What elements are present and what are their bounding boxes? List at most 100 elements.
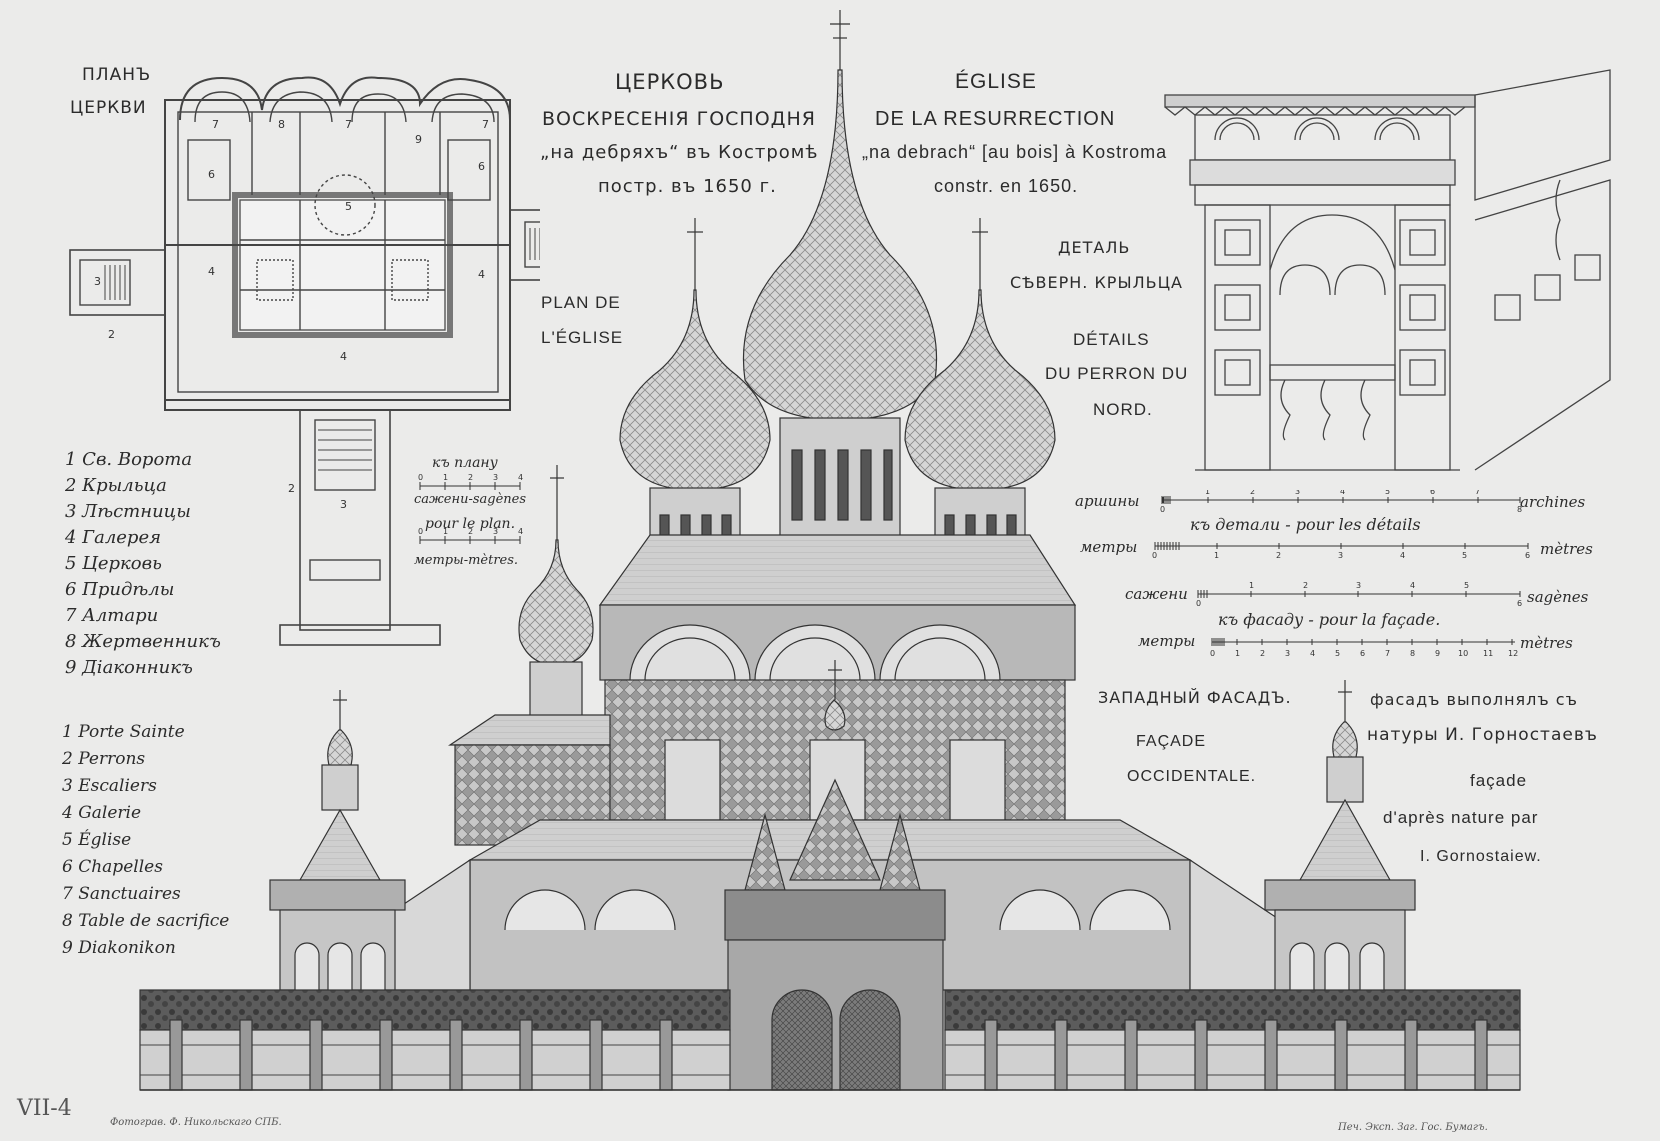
- svg-text:3: 3: [1338, 551, 1343, 560]
- svg-text:7: 7: [1385, 649, 1390, 658]
- plan-scale-bar: 0 1 2 3 4 0 1 2 3 4: [418, 473, 523, 544]
- svg-text:6: 6: [1360, 649, 1365, 658]
- detail-label-ru-1: ДЕТАЛЬ: [1058, 238, 1131, 257]
- plan-label-fr-1: PLAN DE: [541, 293, 621, 312]
- svg-text:4: 4: [208, 265, 215, 278]
- svg-text:2: 2: [468, 473, 473, 482]
- detail-scale-caption: къ детали - pour les détails: [1190, 515, 1421, 534]
- legend-ru-item: 1 Св. Ворота: [65, 449, 193, 470]
- title-ru-line-2: ВОСКРЕСЕНІЯ ГОСПОДНЯ: [542, 108, 816, 130]
- plan-heading-line-1: ПЛАНЪ: [82, 65, 152, 85]
- detail-scale-tick: 0: [1160, 505, 1165, 514]
- facade-title-fr-1: FAÇADE: [1136, 733, 1207, 750]
- legend-fr-item: 9 Diakonikon: [62, 938, 176, 958]
- svg-text:4: 4: [340, 350, 347, 363]
- legend-ru-item: 2 Крыльца: [65, 475, 167, 496]
- footer-printer-credit: Печ. Эксп. Заг. Гос. Бумагъ.: [1338, 1122, 1488, 1133]
- svg-text:7: 7: [345, 118, 352, 131]
- svg-text:3: 3: [1356, 581, 1361, 590]
- detail-label-fr-1: DÉTAILS: [1073, 330, 1150, 349]
- svg-text:5: 5: [1462, 551, 1467, 560]
- plan-scale-lower-label: метры-mètres.: [414, 553, 519, 568]
- svg-text:0: 0: [418, 527, 423, 536]
- svg-text:5: 5: [1464, 581, 1469, 590]
- svg-text:4: 4: [518, 527, 523, 536]
- svg-text:1: 1: [1249, 581, 1254, 590]
- legend-fr-item: 3 Escaliers: [62, 776, 157, 796]
- legend-fr-item: 8 Table de sacrifice: [62, 911, 230, 931]
- svg-text:2: 2: [1260, 649, 1265, 658]
- svg-text:12: 12: [1508, 649, 1518, 658]
- plan-scale-tick: 0: [418, 473, 423, 482]
- svg-text:5: 5: [1385, 490, 1390, 496]
- svg-text:4: 4: [478, 268, 485, 281]
- legend-ru-item: 7 Алтари: [65, 605, 159, 626]
- detail-scale-left-upper: аршины: [1075, 492, 1140, 510]
- svg-text:1: 1: [1214, 551, 1219, 560]
- facade-scale-left-upper: сажени: [1125, 585, 1188, 603]
- legend-fr-item: 2 Perrons: [62, 749, 146, 769]
- svg-text:1: 1: [1235, 649, 1240, 658]
- detail-facade-scale-bars: 0 1 2 3 4 5 6 7 8 0 1 2 3 4 5 6 0 1 2 3 …: [1152, 490, 1530, 658]
- svg-text:3: 3: [94, 275, 101, 288]
- svg-text:6: 6: [1430, 490, 1435, 496]
- svg-text:8: 8: [1517, 505, 1522, 514]
- svg-text:6: 6: [208, 168, 215, 181]
- svg-text:10: 10: [1458, 649, 1468, 658]
- svg-text:7: 7: [482, 118, 489, 131]
- detail-scale-right-lower: mètres: [1540, 540, 1593, 558]
- facade-title-ru: ЗАПАДНЫЙ ФАСАДЪ.: [1098, 688, 1292, 707]
- detail-scale-right-upper: archines: [1520, 493, 1586, 511]
- svg-text:3: 3: [493, 473, 498, 482]
- credit-ru-1: фасадъ выполнялъ съ: [1370, 690, 1578, 709]
- svg-text:0: 0: [1196, 599, 1201, 608]
- detail-label-fr-2: DU PERRON DU: [1045, 364, 1189, 383]
- svg-text:2: 2: [1276, 551, 1281, 560]
- legend-ru-item: 6 Придѣлы: [65, 579, 175, 600]
- plan-label-fr-2: L'ÉGLISE: [541, 328, 624, 347]
- svg-text:3: 3: [493, 527, 498, 536]
- svg-text:3: 3: [340, 498, 347, 511]
- svg-text:1: 1: [1205, 490, 1210, 496]
- svg-text:3: 3: [1295, 490, 1300, 496]
- legend-fr-item: 5 Église: [62, 830, 132, 850]
- svg-text:4: 4: [1400, 551, 1405, 560]
- svg-text:9: 9: [1435, 649, 1440, 658]
- svg-text:6: 6: [1525, 551, 1530, 560]
- detail-label-fr-3: NORD.: [1093, 400, 1153, 419]
- svg-text:0: 0: [1152, 551, 1157, 560]
- plate-number: VII-4: [17, 1096, 72, 1121]
- title-fr-line-4: constr. en 1650.: [934, 176, 1079, 196]
- legend-ru-item: 3 Лѣстницы: [65, 501, 191, 522]
- title-fr-line-3: „na debrach“ [au bois] à Kostroma: [862, 142, 1168, 162]
- plan-heading-line-2: ЦЕРКВИ: [70, 98, 147, 118]
- footer-engraver-credit: Фотогрaв. Ф. Никольскаго СПБ.: [110, 1117, 282, 1128]
- plan-scale-upper-label: сажени-sagènes: [414, 492, 527, 507]
- svg-text:9: 9: [415, 133, 422, 146]
- svg-text:6: 6: [1517, 599, 1522, 608]
- svg-text:1: 1: [443, 527, 448, 536]
- svg-text:2: 2: [468, 527, 473, 536]
- credit-fr-3: I. Gornostaiew.: [1420, 848, 1542, 865]
- svg-text:4: 4: [1340, 490, 1345, 496]
- plan-scale-middle-label: pour le plan.: [425, 516, 516, 532]
- svg-text:2: 2: [1250, 490, 1255, 496]
- facade-scale-caption: къ фасаду - pour la façade.: [1218, 610, 1441, 629]
- legend-fr-item: 6 Chapelles: [62, 857, 163, 877]
- north-porch-detail-drawing: [1164, 69, 1611, 471]
- svg-text:2: 2: [108, 328, 115, 341]
- svg-text:5: 5: [345, 200, 352, 213]
- svg-text:2: 2: [1303, 581, 1308, 590]
- svg-text:3: 3: [1285, 649, 1290, 658]
- title-fr-line-1: ÉGLISE: [955, 70, 1037, 93]
- svg-text:11: 11: [1483, 649, 1493, 658]
- svg-text:6: 6: [478, 160, 485, 173]
- west-facade-elevation: [139, 10, 1521, 1091]
- svg-text:5: 5: [1335, 649, 1340, 658]
- credit-fr-1: façade: [1470, 771, 1528, 790]
- svg-text:2: 2: [288, 482, 295, 495]
- church-floor-plan: 7 8 7 9 7 6 6 5 4 4 4 3 3 3 2 2 2 1: [69, 76, 540, 646]
- legend-fr-item: 4 Galerie: [62, 803, 142, 823]
- detail-scale-left-lower: метры: [1080, 538, 1138, 556]
